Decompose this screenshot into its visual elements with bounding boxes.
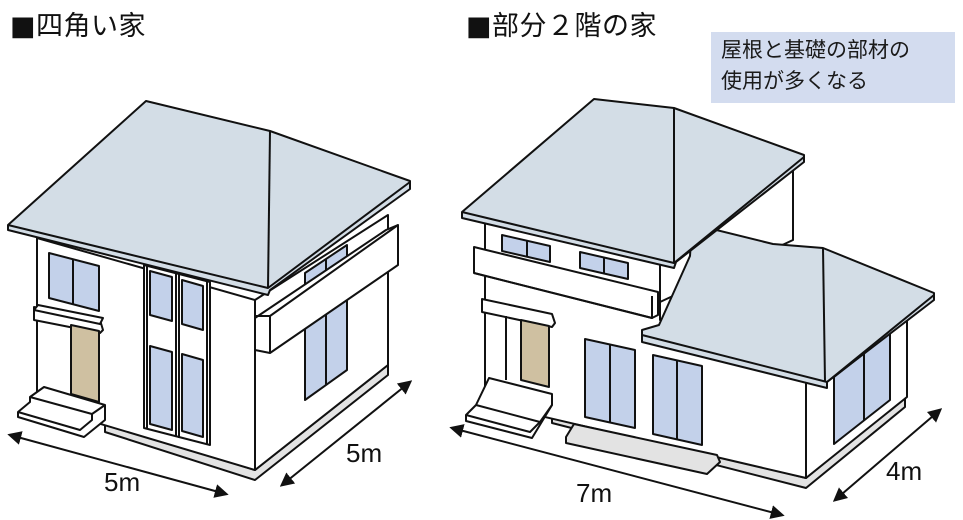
note-callout: 屋根と基礎の部材の 使用が多くなる xyxy=(711,32,955,103)
partial-two-story-house xyxy=(449,98,943,519)
note-line-2: 使用が多くなる xyxy=(721,69,868,93)
dimension-right-depth: 4m xyxy=(886,456,923,486)
dimension-right-width: 7m xyxy=(576,478,613,508)
square-house xyxy=(7,100,413,498)
note-line-1: 屋根と基礎の部材の xyxy=(721,38,910,62)
dimension-left-width: 5m xyxy=(104,467,141,497)
dimension-left-depth: 5m xyxy=(346,438,383,468)
title-partial-two-story-house: ■部分２階の家 xyxy=(466,11,658,42)
title-square-house: ■四角い家 xyxy=(10,11,147,42)
